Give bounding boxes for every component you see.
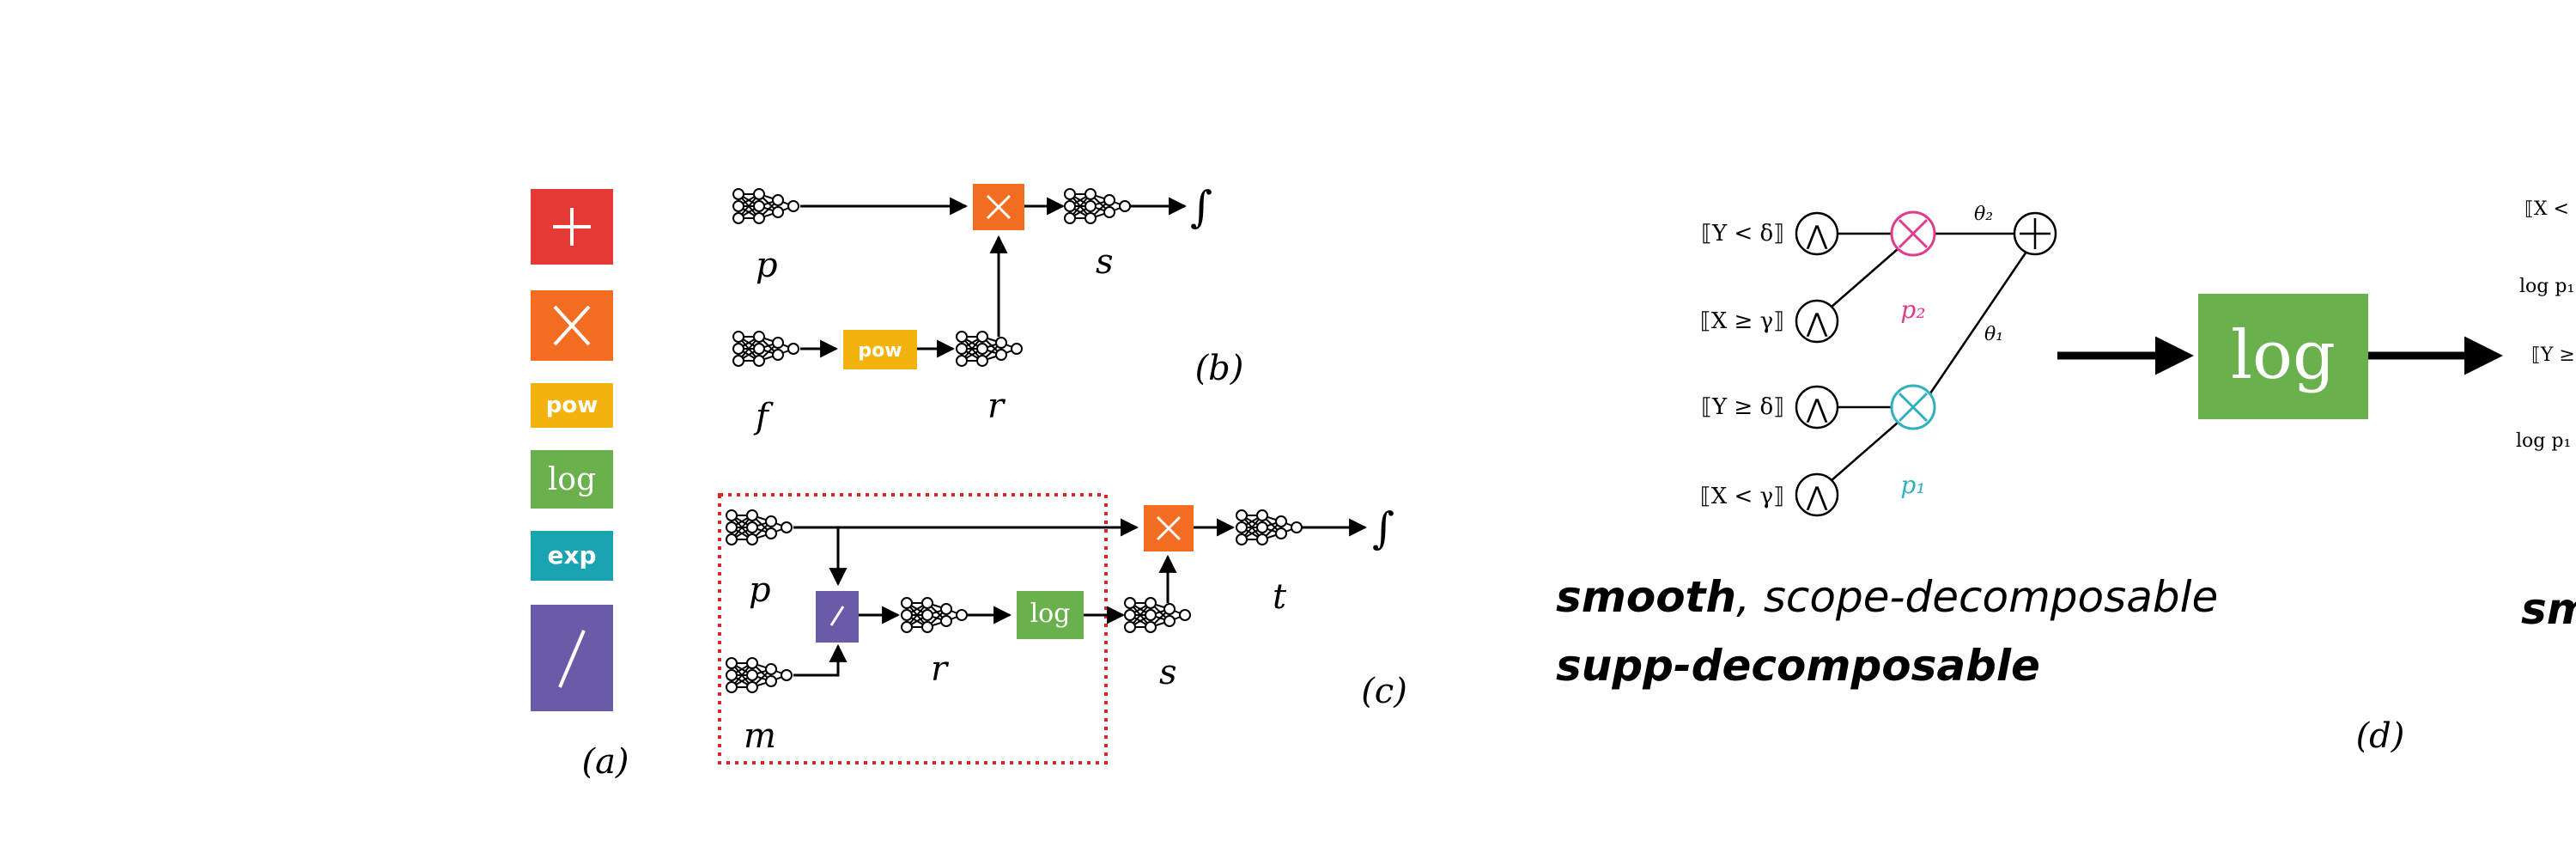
network-icon (726, 509, 793, 545)
network-icon (1124, 597, 1191, 633)
network-icon (956, 331, 1023, 367)
svg-text:⋀: ⋀ (1806, 482, 1828, 512)
caption-scope: , scope-decomposable (1736, 572, 2218, 622)
var-p: p (749, 570, 771, 610)
panel-a: pow log exp (a) (531, 189, 629, 782)
panel-d-label: (d) (2356, 716, 2405, 756)
theta1-label: θ₁ (1984, 324, 2003, 345)
legend-exp-block (531, 531, 613, 581)
p1-label: p₁ (1900, 471, 1925, 499)
var-s: s (1096, 242, 1114, 282)
panel-d: ⟦Y < δ⟧ ⟦X ≥ γ⟧ ⟦Y ≥ δ⟧ ⟦X < γ⟧ ⋀ ⋀ ⋀ (1556, 204, 2503, 756)
network-icon (726, 657, 793, 693)
indicator-leaf: ⋀ (1795, 385, 1839, 430)
panel-c-label: (c) (1361, 672, 1407, 711)
circuit-edges (1830, 232, 2030, 482)
integral-symbol: ∫ (1372, 503, 1394, 553)
var-t: t (1273, 577, 1287, 617)
slash-icon (558, 630, 586, 688)
log-node (1017, 591, 1084, 639)
log-transform-block (2198, 294, 2368, 419)
network-icon (901, 597, 968, 633)
product-node-p1 (1890, 384, 1936, 430)
input-label: ⟦Y ≥ δ⟧ (1701, 394, 1784, 420)
pow-node (843, 330, 917, 369)
times-icon (986, 194, 1012, 220)
pow-label: pow (858, 340, 902, 362)
edge (793, 643, 848, 677)
network-icon (1236, 509, 1303, 545)
legend-log-block (531, 450, 613, 509)
times-icon (1156, 515, 1182, 541)
indicator-leaf: ⋀ (1795, 472, 1839, 517)
sum-node (2013, 211, 2057, 256)
var-m: m (744, 716, 776, 756)
cut-input-label: ⟦X < (2524, 198, 2569, 220)
panel-c: p m r log s t ∫ (c) (718, 493, 1407, 765)
input-label: ⟦Y < δ⟧ (1701, 221, 1784, 247)
panel-b: p s ∫ f pow r (b) (732, 182, 1244, 436)
log-transform-label: log (2231, 317, 2336, 394)
legend-pow-block (531, 383, 613, 428)
network-icon (732, 331, 799, 367)
slash-icon (829, 606, 845, 626)
legend-pow-label: pow (546, 393, 598, 418)
property-caption-line1: smooth, scope-decomposable (1556, 572, 2218, 622)
var-p: p (756, 246, 778, 285)
var-f: f (753, 397, 774, 436)
panel-e-partial: ⟦X < log p₁ ⟦Y ≥ log p₁ sm (2516, 198, 2576, 634)
network-icon (732, 188, 799, 224)
indicator-leaf: ⋀ (1795, 211, 1839, 256)
plus-icon (553, 208, 591, 246)
svg-text:⋀: ⋀ (1806, 308, 1828, 338)
input-label: ⟦X < γ⟧ (1700, 484, 1784, 509)
cut-input-label: log p₁ (2519, 276, 2574, 297)
property-caption-line2: supp-decomposable (1556, 641, 2040, 691)
panel-a-label: (a) (581, 742, 629, 782)
legend-exp-label: exp (547, 541, 596, 570)
integral-symbol: ∫ (1190, 182, 1212, 232)
times-icon (553, 305, 591, 346)
p2-label: p₂ (1900, 295, 1925, 324)
product-node-p2 (1890, 210, 1936, 257)
cut-caption: sm (2521, 584, 2576, 634)
caption-smooth: smooth (1556, 572, 1736, 622)
var-r: r (987, 387, 1006, 426)
panel-b-label: (b) (1195, 349, 1244, 388)
cut-input-label: ⟦Y ≥ (2531, 344, 2575, 366)
cut-input-label: log p₁ (2516, 430, 2571, 452)
theta2-label: θ₂ (1974, 204, 1993, 225)
indicator-leaf: ⋀ (1795, 299, 1839, 344)
svg-text:⋀: ⋀ (1806, 221, 1828, 251)
input-label: ⟦X ≥ γ⟧ (1700, 308, 1784, 334)
log-label: log (1030, 599, 1071, 629)
var-s: s (1159, 653, 1177, 692)
legend-log-label: log (548, 462, 596, 497)
var-r: r (931, 649, 950, 689)
network-icon (1064, 188, 1131, 224)
svg-text:⋀: ⋀ (1806, 394, 1828, 424)
